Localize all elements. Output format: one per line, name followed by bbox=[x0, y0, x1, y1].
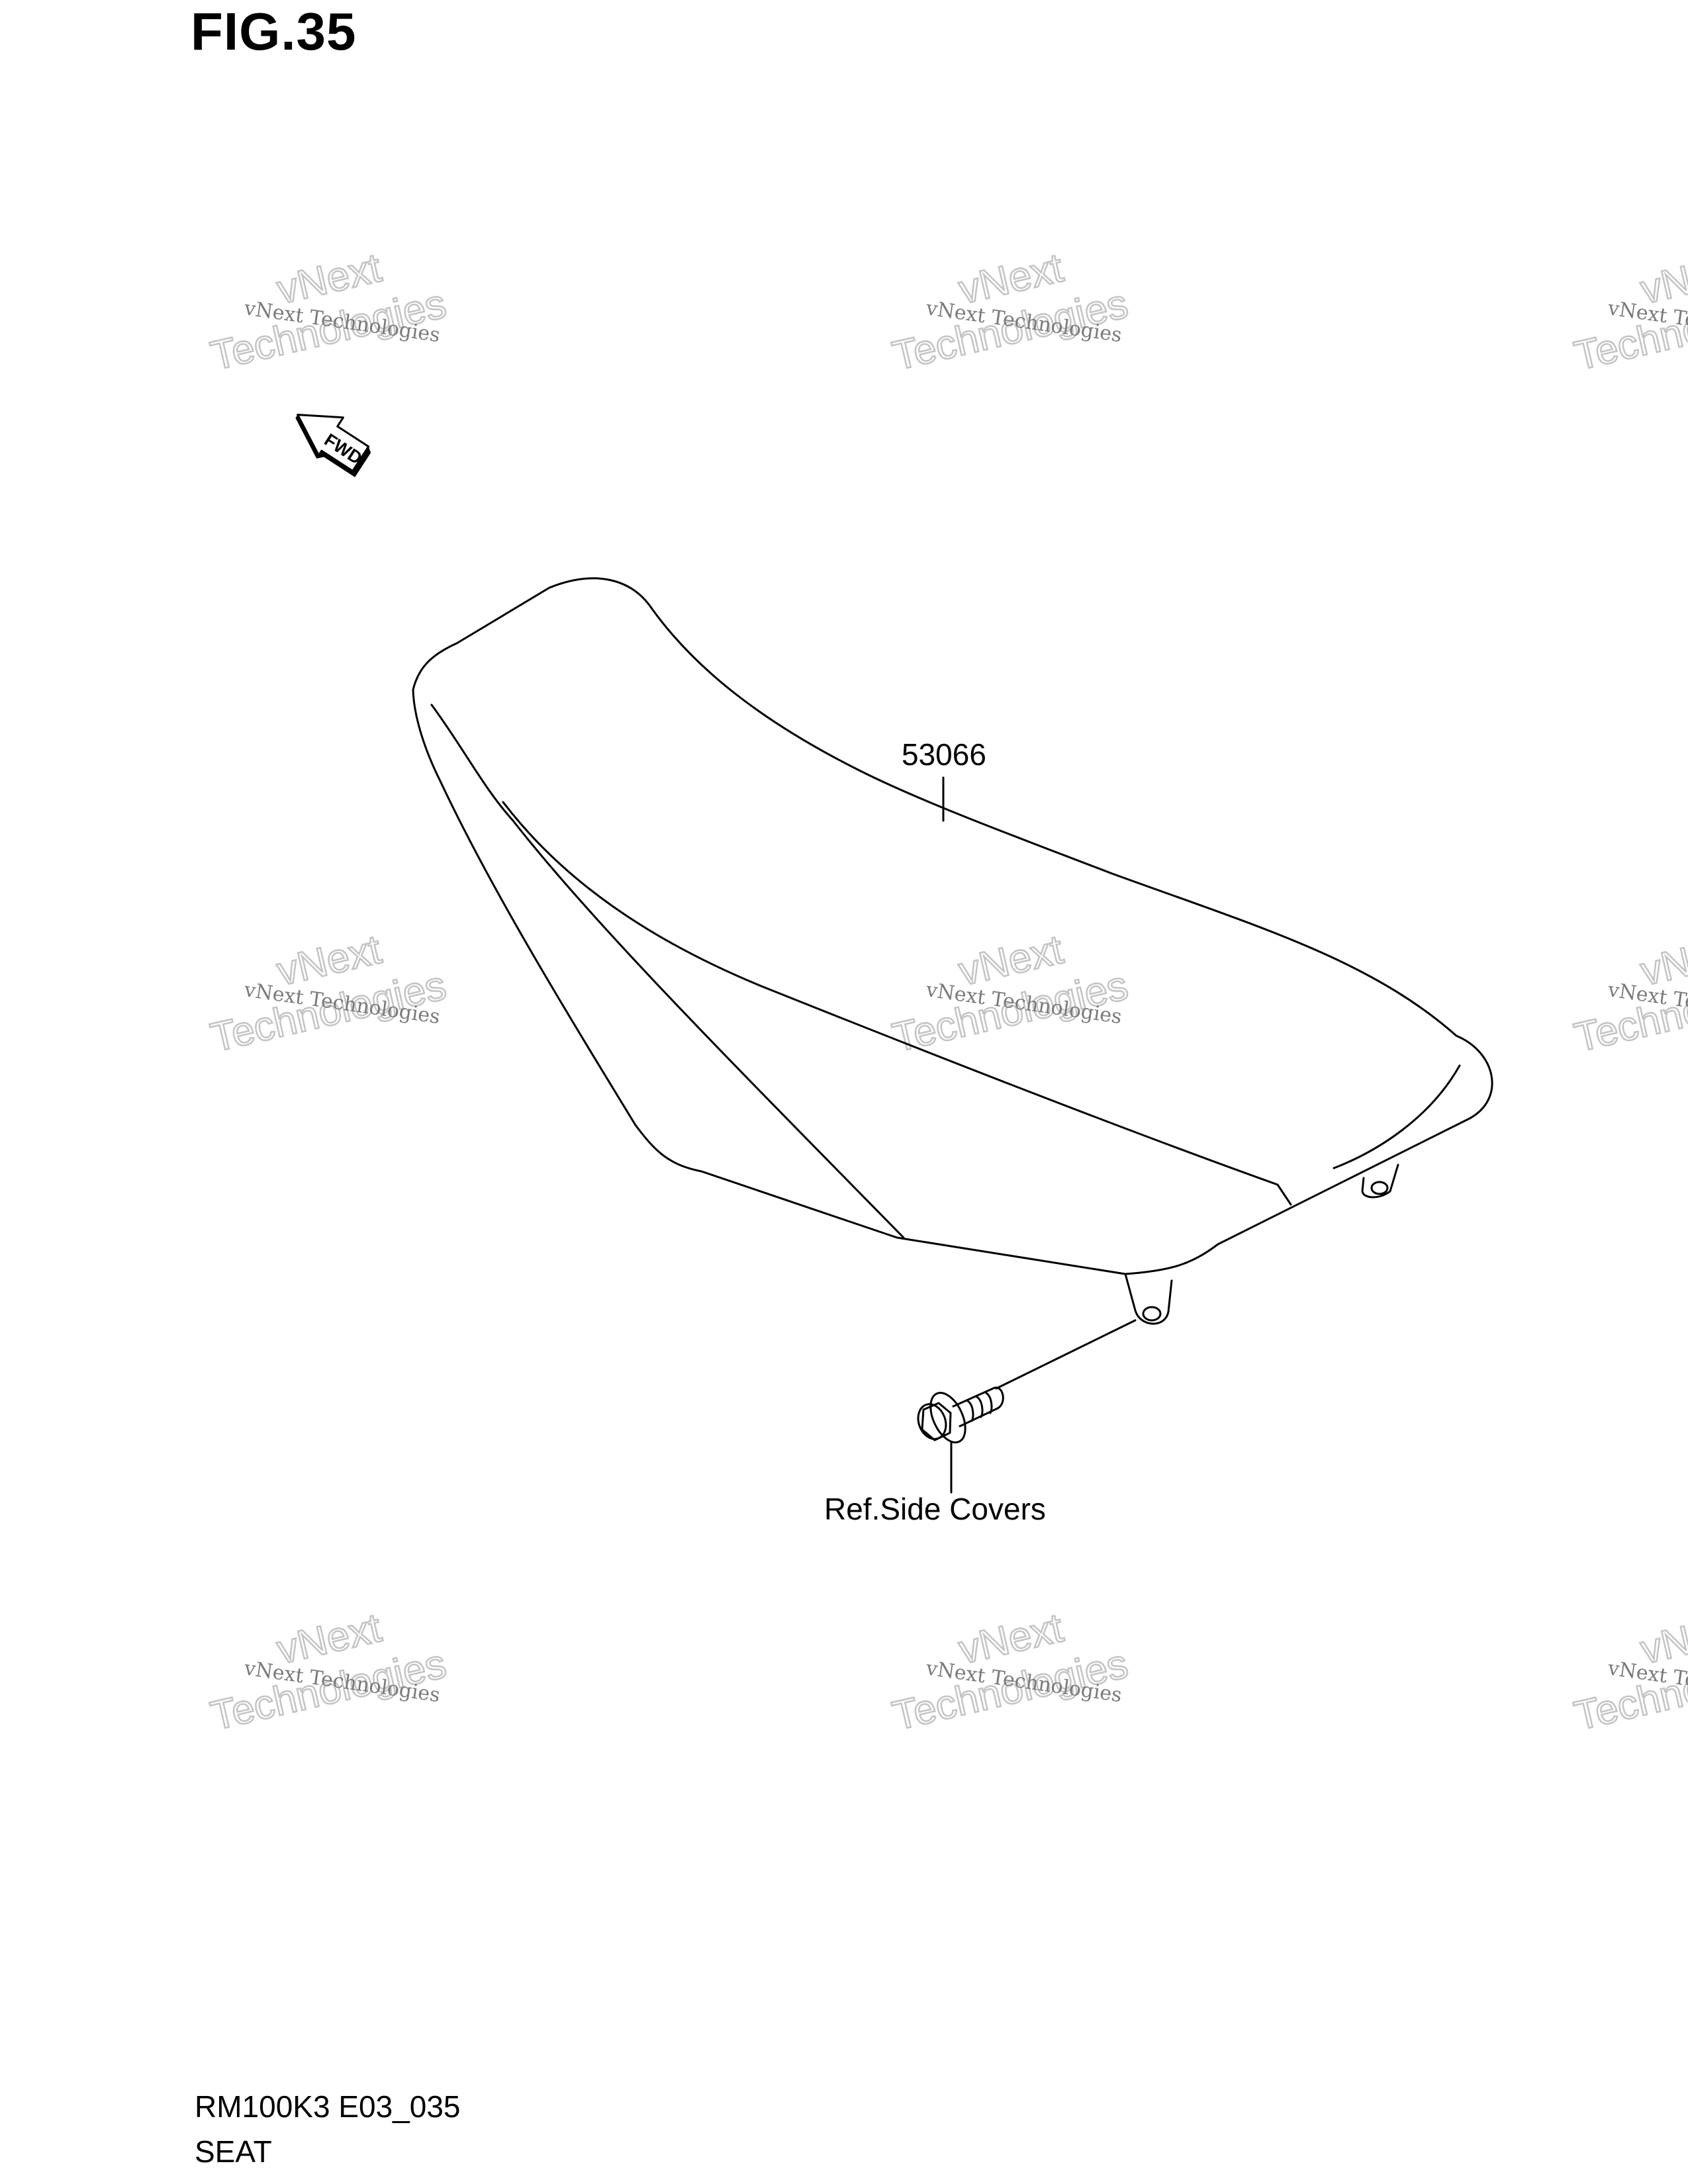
watermark: vNext Technologies bbox=[206, 244, 451, 380]
watermark: vNext Technologies bbox=[888, 1604, 1133, 1740]
watermark: vNext Technologies bbox=[206, 926, 451, 1062]
seat-outline bbox=[412, 577, 1493, 1275]
bolt-leader-line bbox=[995, 1319, 1137, 1390]
bolt-threads bbox=[966, 1392, 993, 1422]
bolt-head-face bbox=[917, 1403, 947, 1440]
footer-section-name: SEAT bbox=[195, 2134, 272, 2169]
bolt-flange bbox=[929, 1392, 966, 1443]
bolt-shank bbox=[952, 1387, 1004, 1428]
watermark: vNext Technologies bbox=[888, 926, 1133, 1062]
seat-drawing: 53066 bbox=[412, 577, 1493, 1325]
figure-title: FIG.35 bbox=[191, 2, 357, 61]
fwd-arrow-icon: FWD bbox=[295, 414, 371, 478]
bolt-drawing: Ref.Side Covers bbox=[824, 1319, 1137, 1526]
seat-side-crease bbox=[430, 704, 905, 1239]
seat-tail-crease bbox=[1333, 1064, 1461, 1169]
seat-part-number: 53066 bbox=[902, 737, 986, 772]
seat-rear-tab bbox=[1361, 1163, 1399, 1199]
front-tab-hole bbox=[1142, 1306, 1162, 1322]
bolt-reference-label: Ref.Side Covers bbox=[824, 1492, 1046, 1526]
watermark: vNext Technologies bbox=[888, 244, 1133, 380]
seat-front-tab bbox=[1124, 1273, 1173, 1325]
seat-edge-piping bbox=[502, 801, 1292, 1206]
watermark: vNext Technologies bbox=[206, 1604, 451, 1740]
rear-tab-hole bbox=[1370, 1181, 1389, 1195]
footer-model-code: RM100K3 E03_035 bbox=[195, 2089, 461, 2124]
